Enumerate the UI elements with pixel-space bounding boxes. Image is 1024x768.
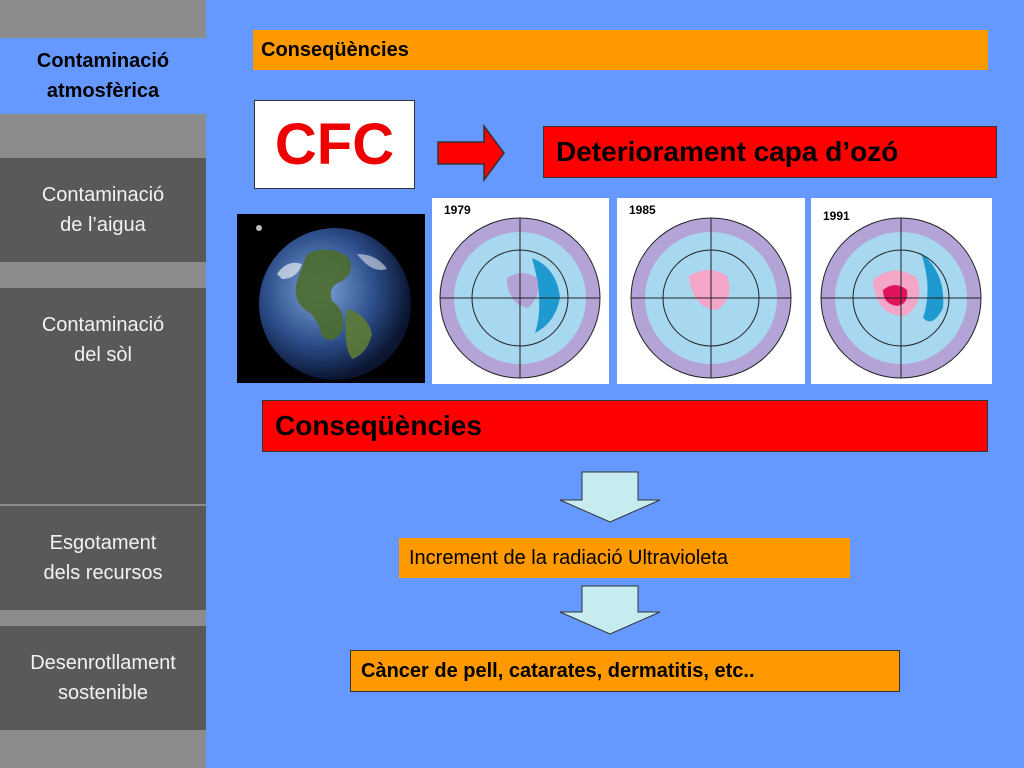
ozone-map-1991: 1991: [811, 198, 992, 384]
nav-empty[interactable]: [0, 392, 206, 504]
ozone-year-label: 1979: [444, 203, 471, 217]
uv-increase-label: Increment de la radiació Ultravioleta: [399, 538, 850, 578]
health-effects-label: Càncer de pell, catarates, dermatitis, e…: [350, 650, 900, 692]
sidebar: Contaminació atmosfèrica Contaminació de…: [0, 0, 206, 768]
ozone-year-label: 1985: [629, 203, 656, 217]
down-arrow-icon: [559, 585, 661, 635]
right-arrow-icon: [437, 124, 505, 182]
nav-contaminacio-atmosferica[interactable]: Contaminació atmosfèrica: [0, 38, 206, 114]
cfc-label: CFC: [254, 100, 415, 189]
ozone-map-1985: 1985: [617, 198, 805, 384]
ozone-year-label: 1991: [823, 209, 850, 223]
consequences-heading: Conseqüències: [262, 400, 988, 452]
down-arrow-icon: [559, 471, 661, 523]
nav-desenrotllament-sostenible[interactable]: Desenrotllament sostenible: [0, 626, 206, 730]
ozone-deterioration-label: Deteriorament capa d’ozó: [543, 126, 997, 178]
page-title: Conseqüències: [253, 30, 988, 70]
nav-contaminacio-aigua[interactable]: Contaminació de l’aigua: [0, 158, 206, 262]
ozone-map-1979: 1979: [432, 198, 609, 384]
earth-image: [237, 214, 425, 383]
nav-esgotament-recursos[interactable]: Esgotament dels recursos: [0, 506, 206, 610]
nav-contaminacio-sol[interactable]: Contaminació del sòl: [0, 288, 206, 392]
